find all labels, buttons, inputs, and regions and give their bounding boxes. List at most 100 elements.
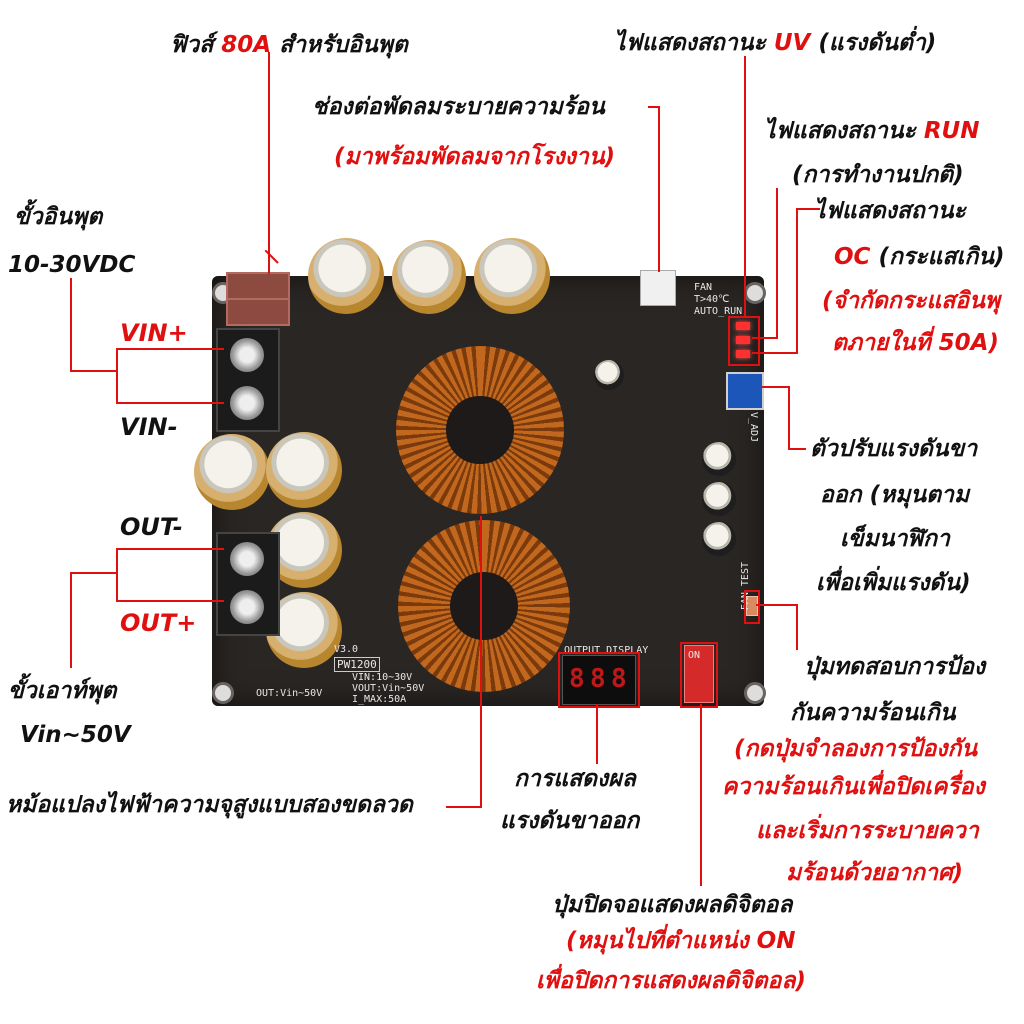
uv-led [736, 322, 750, 330]
screw-icon [230, 590, 264, 624]
run-led-note: (การทำงานปกติ) [792, 162, 964, 188]
board-fan-silk: FAN [694, 282, 713, 293]
leader-line [788, 386, 790, 450]
fan-test-label-2: กันความร้อนเกิน [790, 700, 956, 726]
switch-highlight-box [680, 642, 718, 708]
fan-test-note-4: มร้อนด้วยอากาศ) [786, 860, 964, 886]
board-spec-imax: I_MAX:50A [352, 694, 407, 705]
leader-line [752, 352, 798, 354]
leader-line [116, 548, 224, 550]
leader-line [446, 806, 482, 808]
leader-line [268, 52, 270, 274]
leader-line [116, 348, 118, 404]
display-label-1: การแสดงผล [514, 766, 636, 792]
leader-line [70, 572, 118, 574]
leader-line [70, 278, 72, 372]
display-switch-label: ปุ่มปิดจอแสดงผลดิจิตอล [552, 892, 793, 918]
leader-line [116, 600, 224, 602]
screw-icon [230, 338, 264, 372]
screw-icon [230, 542, 264, 576]
run-led-label: ไฟแสดงสถานะ RUN [764, 118, 980, 144]
leader-line [70, 370, 118, 372]
leader-line [796, 604, 798, 650]
screw-icon [230, 386, 264, 420]
oc-led-note-1: (จำกัดกระแสอินพุ [822, 288, 1000, 314]
leader-line [762, 386, 790, 388]
input-terminal-label: ขั้วอินพุต [14, 204, 103, 230]
board-vadj-silk: V_ADJ [748, 412, 759, 443]
fan-test-note-2: ความร้อนเกินเพื่อปิดเครื่อง [722, 774, 985, 800]
leader-line [796, 208, 798, 354]
run-led [736, 336, 750, 344]
input-terminal-range: 10-30VDC [8, 252, 136, 278]
capacitor [266, 432, 342, 508]
oc-led-code: OC (กระแสเกิน) [834, 244, 1005, 270]
leader-line [70, 572, 72, 668]
leader-line [752, 337, 778, 339]
leader-line [776, 188, 778, 338]
small-capacitor [702, 522, 736, 556]
fan-test-button[interactable] [746, 596, 758, 616]
display-switch-note-1: (หมุนไปที่ตำแหน่ง ON [566, 928, 796, 954]
display-highlight-box [558, 652, 640, 708]
potentiometer-label-4: เพื่อเพิ่มแรงดัน) [816, 570, 971, 596]
board-temp-silk: T>40℃ [694, 294, 730, 305]
mount-hole [744, 282, 766, 304]
display-label-2: แรงดันขาออก [500, 808, 640, 834]
leader-line [116, 402, 224, 404]
fan-test-highlight-box [744, 590, 760, 624]
output-terminal-range: Vin~50V [20, 722, 131, 748]
output-terminal-block[interactable] [216, 532, 280, 636]
display-digit: 8 [590, 664, 606, 694]
mount-hole [212, 682, 234, 704]
leader-line [116, 548, 118, 602]
board-output-display-silk: OUTPUT DISPLAY [564, 645, 649, 656]
mount-hole [744, 682, 766, 704]
fan-connector[interactable] [640, 270, 676, 306]
fan-test-label-1: ปุ่มทดสอบการป้อง [804, 654, 986, 680]
leader-line [596, 704, 598, 764]
board-spec-vout: VOUT:Vin~50V [352, 683, 425, 694]
out-plus-label: OUT+ [120, 609, 197, 637]
vin-minus-label: VIN- [120, 413, 178, 441]
uv-led-label: ไฟแสดงสถานะ UV (แรงดันต่ำ) [614, 30, 937, 56]
inductor-label: หม้อแปลงไฟฟ้าความจุสูงแบบสองขดลวด [6, 792, 413, 818]
fan-connector-label: ช่องต่อพัดลมระบายความร้อน [312, 94, 605, 120]
small-capacitor [702, 442, 736, 476]
vin-plus-label: VIN+ [120, 319, 188, 347]
leader-line [796, 208, 820, 210]
input-terminal-block[interactable] [216, 328, 280, 432]
leader-line [480, 516, 482, 808]
board-model: PW1200 [334, 657, 380, 672]
small-capacitor [702, 482, 736, 516]
leader-line [648, 106, 660, 108]
output-terminal-label: ขั้วเอาท์พุต [8, 678, 117, 704]
voltage-adjust-potentiometer[interactable] [726, 372, 764, 410]
board-version: V3.0 [334, 644, 359, 655]
led-highlight-box [728, 316, 760, 366]
board-auto-run-silk: AUTO_RUN [694, 306, 743, 317]
out-minus-label: OUT- [120, 513, 183, 541]
fan-test-note-1: (กดปุ่มจำลองการป้องกัน [734, 736, 978, 762]
potentiometer-label-2: ออก (หมุนตาม [820, 482, 970, 508]
leader-line [756, 604, 798, 606]
leader-line [744, 56, 746, 318]
leader-line [116, 348, 224, 350]
fuse-blade [226, 298, 290, 326]
leader-line [658, 106, 660, 272]
output-voltage-display: 8 8 8 [562, 655, 636, 705]
capacitor [308, 238, 384, 314]
toroid-inductor [396, 346, 564, 514]
leader-line [788, 448, 806, 450]
toroid-inductor [398, 520, 570, 692]
potentiometer-label-3: เข็มนาฬิกา [840, 526, 950, 552]
capacitor [194, 434, 270, 510]
display-off-switch[interactable] [684, 645, 714, 703]
board-switch-on-silk: ON [688, 650, 701, 661]
leader-line [700, 704, 702, 886]
board-spec-vin: VIN:10~30V [352, 672, 413, 683]
display-digit: 8 [611, 664, 627, 694]
potentiometer-label-1: ตัวปรับแรงดันขา [810, 436, 978, 462]
display-switch-note-2: เพื่อปิดการแสดงผลดิจิตอล) [536, 968, 806, 994]
